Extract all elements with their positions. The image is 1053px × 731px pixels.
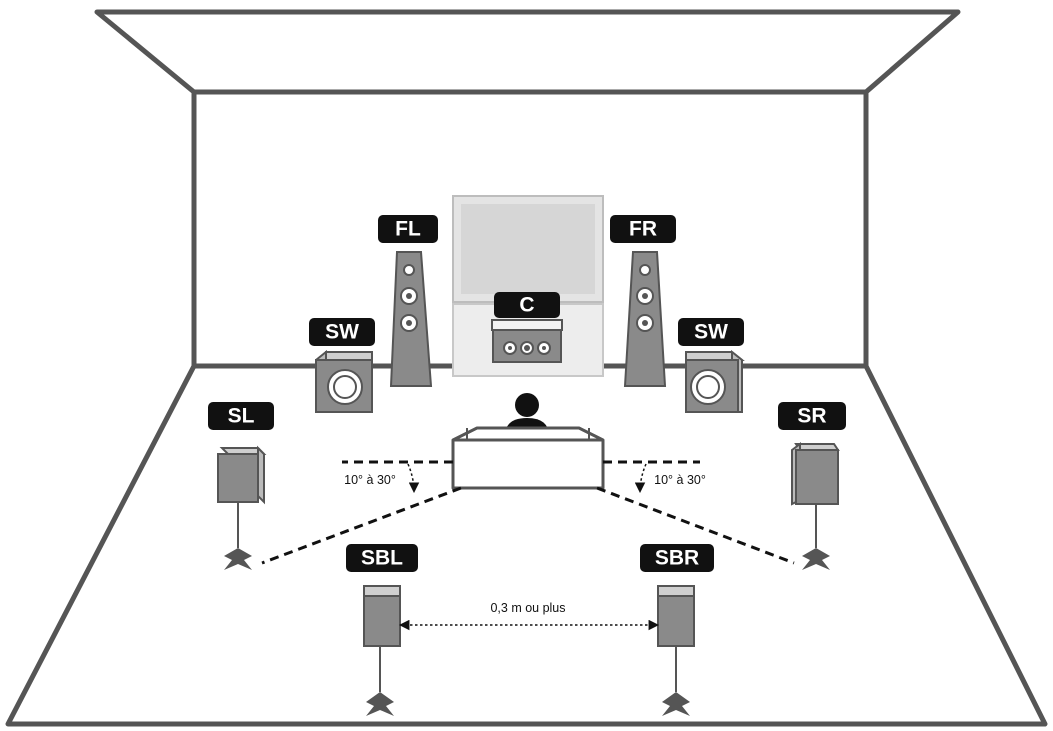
svg-text:C: C: [519, 294, 534, 317]
angle-note-right: 10° à 30°: [654, 473, 706, 487]
label-sl: SL: [208, 402, 274, 430]
svg-text:SW: SW: [694, 321, 728, 344]
svg-text:FR: FR: [629, 218, 657, 241]
svg-text:SBR: SBR: [655, 547, 699, 570]
front-left-speaker: [389, 251, 433, 387]
label-fr: FR: [610, 215, 676, 243]
svg-text:SR: SR: [797, 405, 826, 428]
tv-screen: [452, 195, 604, 303]
svg-text:SW: SW: [325, 321, 359, 344]
svg-text:FL: FL: [395, 218, 421, 241]
sofa: [451, 426, 605, 490]
surround-back-right-speaker: [657, 585, 695, 716]
label-sw-left: SW: [309, 318, 375, 346]
front-right-speaker: [623, 251, 667, 387]
label-sbr: SBR: [640, 544, 714, 572]
label-sbl: SBL: [346, 544, 418, 572]
surround-left-speaker: [217, 445, 267, 570]
angle-reference-lines: [261, 460, 795, 565]
surround-right-speaker: [791, 442, 840, 570]
subwoofer-left: [315, 349, 373, 413]
label-sr: SR: [778, 402, 846, 430]
svg-text:SL: SL: [228, 405, 255, 428]
subwoofer-right: [685, 349, 745, 413]
svg-text:SBL: SBL: [361, 547, 403, 570]
label-fl: FL: [378, 215, 438, 243]
label-sw-right: SW: [678, 318, 744, 346]
angle-note-left: 10° à 30°: [344, 473, 396, 487]
center-speaker: [491, 319, 563, 363]
label-c: C: [494, 292, 560, 318]
distance-note: 0,3 m ou plus: [490, 601, 565, 615]
surround-back-left-speaker: [363, 585, 401, 716]
